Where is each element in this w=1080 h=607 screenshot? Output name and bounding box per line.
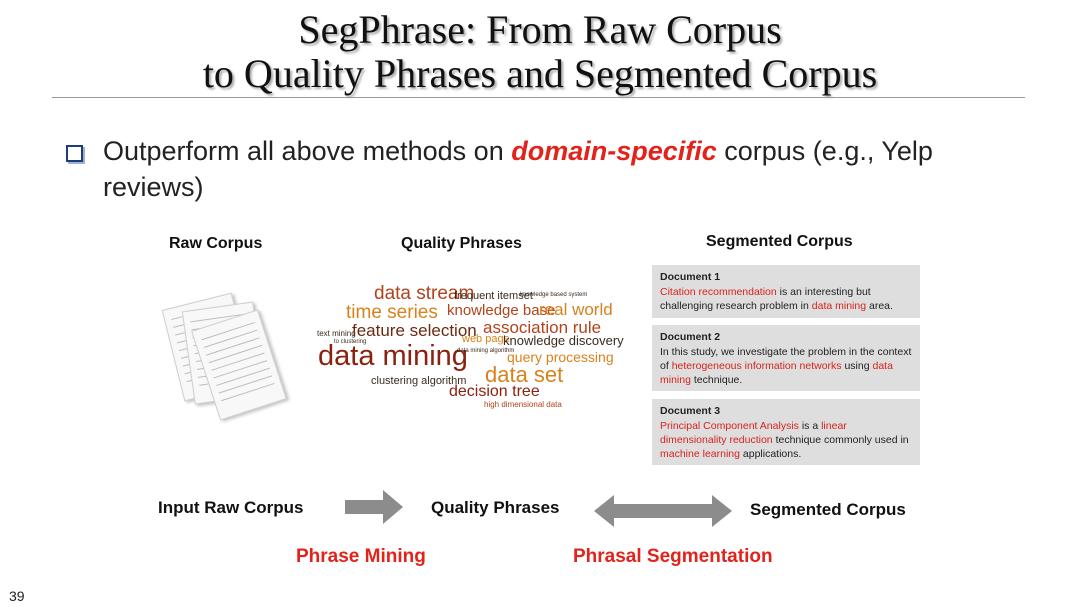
document-body: Citation recommendation is an interestin… [660, 285, 912, 313]
document-title: Document 2 [660, 331, 721, 343]
highlighted-phrase: machine learning [660, 448, 740, 460]
document-body: In this study, we investigate the proble… [660, 345, 912, 387]
cloud-word: text mining [317, 329, 356, 338]
flow-quality-phrases: Quality Phrases [431, 498, 560, 517]
cloud-word: knowledge discovery [503, 333, 624, 348]
title-line-2: to Quality Phrases and Segmented Corpus [202, 51, 878, 96]
cloud-word: knowledge base [447, 302, 556, 319]
document-text: technique. [690, 374, 743, 386]
document-text: is a [798, 420, 822, 432]
cloud-word: frequent itemset [454, 290, 533, 302]
cloud-word: association rule [483, 318, 602, 337]
cloud-word: clustering algorithm [371, 375, 467, 387]
cloud-word: data stream [374, 283, 475, 304]
double-arrow-icon [594, 495, 732, 527]
document-card-2: Document 2 In this study, we investigate… [652, 325, 920, 391]
highlighted-phrase: linear dimensionality reduction [660, 420, 847, 446]
document-title: Document 1 [660, 271, 721, 283]
title-line-1: SegPhrase: From Raw Corpus [298, 7, 782, 52]
document-title: Document 3 [660, 405, 721, 417]
cloud-word: data mining [318, 340, 468, 372]
document-text: using [841, 360, 873, 372]
bullet-suffix: corpus (e.g., Yelp reviews) [103, 136, 933, 202]
title-divider [52, 97, 1025, 98]
document-text: In this study, we investigate the proble… [660, 346, 912, 372]
cloud-word: high dimensional data [484, 400, 562, 409]
document-text: is an interesting but challenging resear… [660, 286, 871, 312]
highlighted-phrase: Citation recommendation [660, 286, 777, 298]
cloud-word: real world [539, 300, 613, 319]
document-text: applications. [739, 448, 802, 460]
bullet-prefix: Outperform all above methods on [103, 136, 512, 166]
segmented-corpus-header: Segmented Corpus [706, 233, 853, 250]
phrasal-segmentation-label: Phrasal Segmentation [573, 546, 773, 567]
cloud-word: feature selection [352, 321, 477, 340]
slide-title: SegPhrase: From Raw Corpus to Quality Ph… [0, 8, 1080, 96]
highlighted-phrase: data mining [811, 300, 867, 312]
raw-corpus-header: Raw Corpus [169, 235, 263, 252]
cloud-word: to clustering [334, 339, 367, 345]
right-arrow-icon [345, 490, 403, 524]
cloud-word: knowledge based system [520, 292, 588, 298]
highlighted-phrase: heterogeneous information networks [671, 360, 842, 372]
highlighted-phrase: data mining [660, 360, 893, 386]
document-body: Principal Component Analysis is a linear… [660, 419, 912, 461]
phrase-mining-label: Phrase Mining [296, 546, 426, 567]
document-text: area. [866, 300, 893, 312]
quality-phrases-header: Quality Phrases [401, 235, 522, 252]
bullet-emphasis: domain-specific [511, 136, 717, 166]
cloud-word: data set [485, 362, 564, 387]
cloud-word: data mining algorithm [457, 348, 515, 354]
bullet-text: Outperform all above methods on domain-s… [103, 133, 1003, 205]
page-number: 39 [9, 588, 25, 604]
flow-segmented-corpus: Segmented Corpus [750, 500, 906, 519]
cloud-word: web page [462, 333, 510, 345]
document-card-1: Document 1 Citation recommendation is an… [652, 265, 920, 318]
cloud-word: decision tree [449, 383, 540, 400]
quality-phrases-word-cloud: data stream frequent itemset knowledge b… [310, 278, 624, 418]
highlighted-phrase: Principal Component Analysis [660, 420, 799, 432]
document-text: technique commonly used in [772, 434, 909, 446]
document-card-3: Document 3 Principal Component Analysis … [652, 399, 920, 465]
cloud-word: time series [346, 302, 438, 323]
cloud-word: query processing [507, 349, 614, 365]
bullet-square-icon [66, 145, 83, 162]
flow-input-raw-corpus: Input Raw Corpus [158, 498, 304, 517]
